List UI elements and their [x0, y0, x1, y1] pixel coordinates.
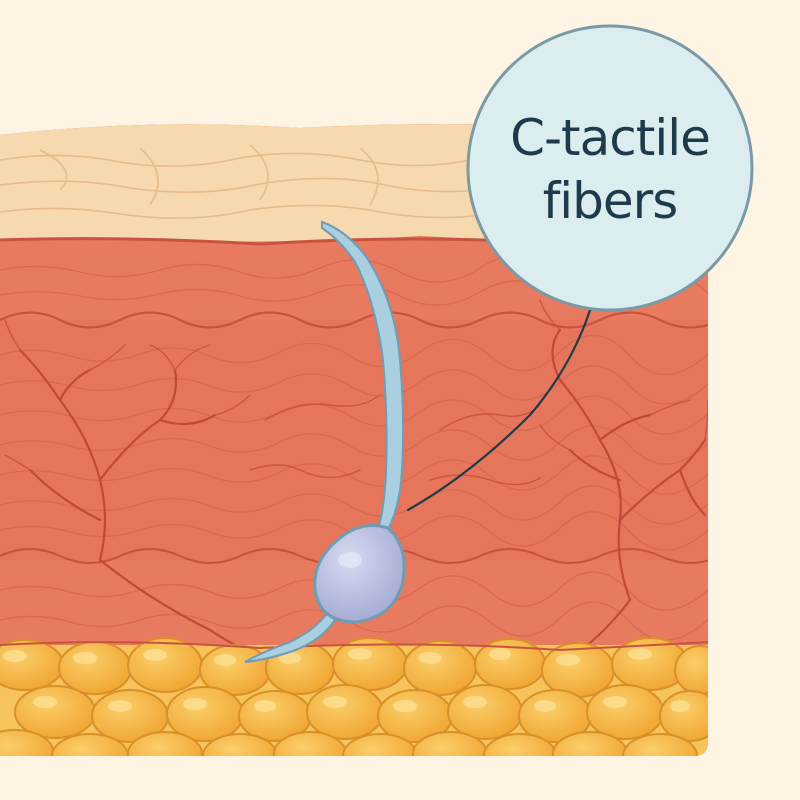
callout-label-line-1: C-tactile [510, 109, 710, 167]
cell-body [313, 524, 406, 624]
callout-label-line-2: fibers [543, 172, 678, 230]
callout-bubble: C-tactile fibers [466, 24, 754, 312]
